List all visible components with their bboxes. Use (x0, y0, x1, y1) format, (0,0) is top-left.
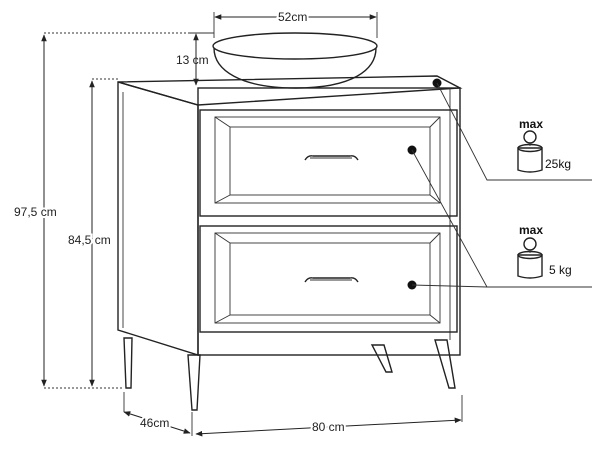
top-drawer-handle (304, 155, 359, 161)
total-height-label: 97,5 cm (14, 205, 57, 219)
countertop (117, 75, 463, 106)
width-label: 80 cm (312, 420, 345, 434)
dimension-lines (41, 12, 463, 437)
top-drawer-weight-label: 25kg (545, 157, 571, 171)
top-drawer-max-label: max (519, 117, 543, 131)
cabinet-height-label: 84,5 cm (68, 233, 111, 247)
vessel-basin (212, 32, 378, 89)
legs (123, 337, 456, 411)
side-panel (117, 81, 199, 356)
bottom-drawer-weight-icon (517, 237, 543, 279)
bottom-drawer-max-label: max (519, 223, 543, 237)
bottom-drawer-handle (304, 277, 359, 283)
bottom-drawer-weight-label: 5 kg (549, 263, 572, 277)
basin-height-label: 13 cm (176, 53, 209, 67)
basin-width-label: 52cm (278, 10, 307, 24)
cabinet (117, 75, 463, 356)
depth-label: 46cm (140, 416, 169, 430)
top-drawer-weight-icon (517, 130, 543, 173)
front-panel (197, 87, 461, 356)
top-drawer (199, 109, 458, 217)
load-leaders (407, 78, 592, 290)
bottom-drawer (199, 225, 458, 333)
